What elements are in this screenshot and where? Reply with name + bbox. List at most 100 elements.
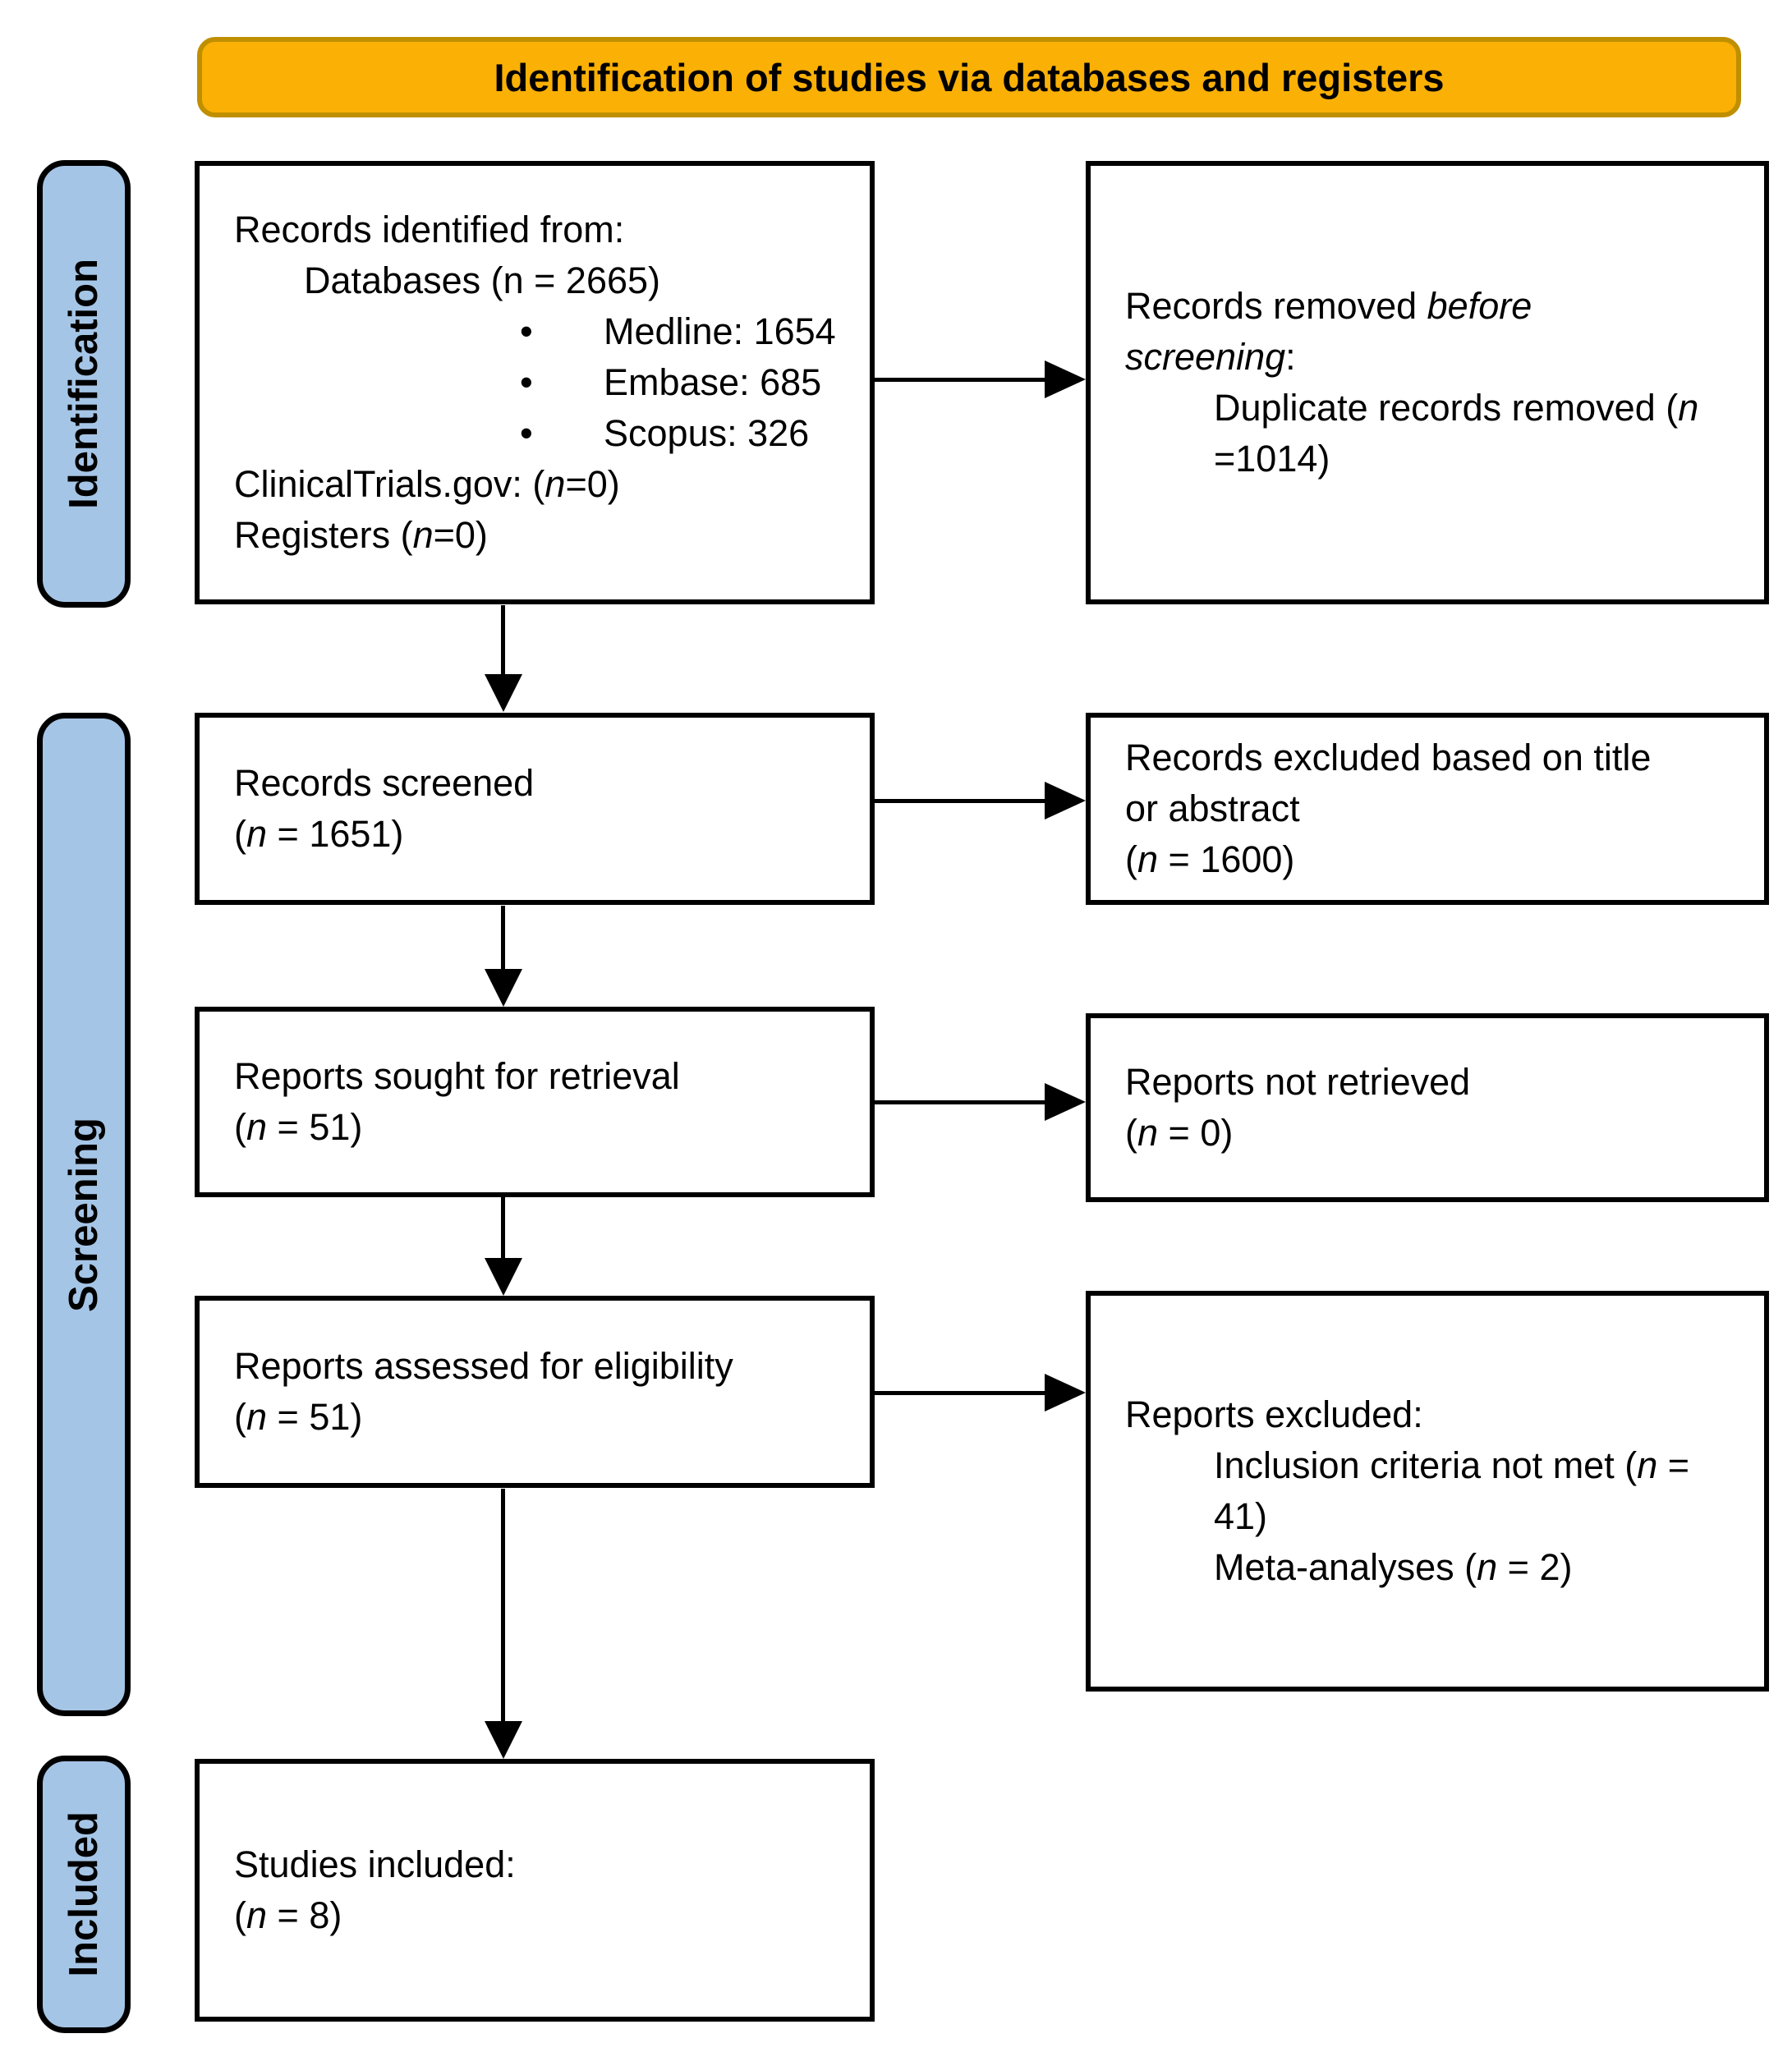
text-line: Records excluded based on title (1125, 732, 1741, 783)
text-segment: n (246, 1396, 268, 1438)
text-line: • Medline: 1654 (234, 306, 847, 357)
text-segment: =0) (565, 463, 620, 505)
text-line: =1014) (1125, 434, 1741, 484)
text-segment: = 51) (267, 1396, 363, 1438)
text-line: Reports not retrieved (1125, 1057, 1741, 1108)
text-line: (n = 8) (234, 1890, 847, 1941)
text-line: screening: (1125, 332, 1741, 383)
text-segment: = 1600) (1158, 838, 1295, 880)
text-line: Meta-analyses (n = 2) (1125, 1542, 1741, 1593)
text-segment: n (246, 1106, 268, 1148)
text-segment: Records removed (1125, 285, 1427, 327)
stage-label-included: Included (37, 1756, 131, 2033)
text-segment: before (1427, 285, 1532, 327)
text-segment: Records screened (234, 762, 535, 804)
box-records-identified: Records identified from: Databases (n = 2… (195, 161, 875, 604)
text-segment: Studies included: (234, 1843, 516, 1885)
text-line: (n = 1651) (234, 809, 847, 860)
text-line: ClinicalTrials.gov: (n=0) (234, 459, 847, 510)
text-segment: ClinicalTrials.gov: ( (234, 463, 545, 505)
text-segment: Reports not retrieved (1125, 1061, 1471, 1103)
text-segment: Reports excluded: (1125, 1393, 1423, 1435)
arrow-assessed-to-included (485, 1489, 522, 1759)
text-segment: Inclusion criteria not met ( (1214, 1444, 1638, 1486)
text-segment: Registers ( (234, 514, 413, 556)
arrow-assessed-to-reports-excluded (872, 1374, 1086, 1412)
arrow-sought-to-not-retrieved (872, 1083, 1086, 1121)
text-line: Reports excluded: (1125, 1389, 1741, 1440)
arrow-identified-to-screened (485, 605, 522, 712)
arrow-screened-to-excluded (872, 782, 1086, 819)
text-segment: n (544, 463, 566, 505)
text-segment: ( (234, 1106, 246, 1148)
text-line: Duplicate records removed (n (1125, 383, 1741, 434)
text-line: Records screened (234, 758, 847, 809)
box-reports-excluded: Reports excluded: Inclusion criteria not … (1086, 1291, 1769, 1692)
text-segment: Records identified from: (234, 209, 625, 250)
text-segment: Databases (n = 2665) (304, 259, 661, 301)
stage-label-screening: Screening (37, 713, 131, 1716)
text-segment: ( (234, 1396, 246, 1438)
text-segment: Medline: 1654 (604, 310, 836, 352)
text-segment: = 2) (1497, 1546, 1573, 1588)
text-segment: ( (1125, 838, 1137, 880)
text-segment: n (1637, 1444, 1658, 1486)
text-segment: Meta-analyses ( (1214, 1546, 1477, 1588)
text-segment: Duplicate records removed ( (1214, 387, 1679, 429)
bullet-icon: • (520, 412, 533, 454)
stage-label-screening-text: Screening (62, 1117, 106, 1312)
bullet-icon: • (520, 361, 533, 403)
text-segment: ( (234, 1894, 246, 1936)
text-segment: 41) (1214, 1495, 1268, 1537)
text-segment: n (246, 1894, 268, 1936)
stage-label-included-text: Included (62, 1811, 106, 1977)
text-segment: n (1678, 387, 1699, 429)
stage-label-identification: Identification (37, 160, 131, 608)
text-line: (n = 51) (234, 1102, 847, 1153)
text-segment: = 51) (267, 1106, 363, 1148)
stage-label-identification-text: Identification (62, 259, 106, 509)
text-segment: Scopus: 326 (604, 412, 810, 454)
text-line: Registers (n=0) (234, 510, 847, 561)
text-line: Records identified from: (234, 204, 847, 255)
text-line: (n = 1600) (1125, 834, 1741, 885)
text-line: (n = 0) (1125, 1108, 1741, 1159)
text-segment: = 0) (1158, 1112, 1234, 1154)
text-segment: = (1657, 1444, 1690, 1486)
text-segment: =1014) (1214, 438, 1330, 480)
text-segment: = 1651) (267, 813, 404, 855)
text-line: Reports sought for retrieval (234, 1051, 847, 1102)
text-segment: Reports sought for retrieval (234, 1055, 680, 1097)
text-segment: n (1477, 1546, 1498, 1588)
box-records-screened: Records screened (n = 1651) (195, 713, 875, 905)
text-line: • Embase: 685 (234, 357, 847, 408)
arrow-identified-to-removed (872, 360, 1086, 398)
text-segment: Reports assessed for eligibility (234, 1345, 733, 1387)
text-segment: n (1137, 1112, 1159, 1154)
text-segment: ( (234, 813, 246, 855)
text-segment: = 8) (267, 1894, 342, 1936)
text-segment: : (1285, 336, 1296, 378)
text-line: (n = 51) (234, 1392, 847, 1443)
box-reports-not-retrieved: Reports not retrieved (n = 0) (1086, 1013, 1769, 1202)
text-segment: Embase: 685 (604, 361, 822, 403)
text-line: Records removed before (1125, 281, 1741, 332)
text-line: Databases (n = 2665) (234, 255, 847, 306)
text-segment: =0) (433, 514, 488, 556)
arrow-sought-to-assessed (485, 1197, 522, 1296)
text-segment: n (1137, 838, 1159, 880)
text-line: Inclusion criteria not met (n = (1125, 1440, 1741, 1491)
text-segment: n (246, 813, 268, 855)
text-line: Reports assessed for eligibility (234, 1341, 847, 1392)
bullet-icon: • (520, 310, 533, 352)
text-line: • Scopus: 326 (234, 408, 847, 459)
text-segment: ( (1125, 1112, 1137, 1154)
box-reports-sought-for-retrieval: Reports sought for retrieval (n = 51) (195, 1007, 875, 1197)
text-line: or abstract (1125, 783, 1741, 834)
box-reports-assessed-for-eligibility: Reports assessed for eligibility (n = 51) (195, 1296, 875, 1488)
header-title: Identification of studies via databases … (494, 55, 1445, 99)
arrow-screened-to-sought (485, 906, 522, 1007)
